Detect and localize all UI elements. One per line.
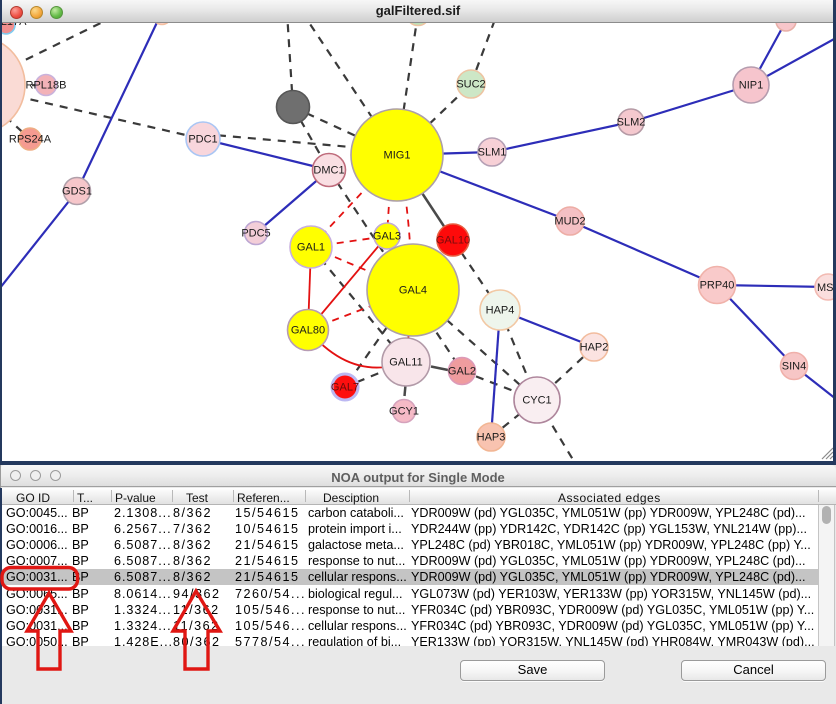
svg-text:GAL3: GAL3 xyxy=(373,231,401,243)
svg-text:MSN4: MSN4 xyxy=(817,282,836,294)
svg-text:GAL1: GAL1 xyxy=(297,242,325,254)
svg-text:MUD2: MUD2 xyxy=(554,216,585,228)
svg-text:GCY1: GCY1 xyxy=(389,406,419,418)
svg-text:HAP3: HAP3 xyxy=(477,432,506,444)
svg-text:DMC1: DMC1 xyxy=(313,165,344,177)
svg-text:GAL7: GAL7 xyxy=(331,382,359,394)
svg-text:RPL18B: RPL18B xyxy=(26,80,67,92)
svg-text:CYC1: CYC1 xyxy=(522,395,551,407)
svg-text:RPS24A: RPS24A xyxy=(9,134,52,146)
svg-text:HAP2: HAP2 xyxy=(580,342,609,354)
svg-text:SUC2: SUC2 xyxy=(456,79,485,91)
svg-text:GAL10: GAL10 xyxy=(436,235,470,247)
svg-text:MIG1: MIG1 xyxy=(384,150,411,162)
svg-text:GDS1: GDS1 xyxy=(62,186,92,198)
svg-text:SLM1: SLM1 xyxy=(478,147,507,159)
svg-text:GAL80: GAL80 xyxy=(291,325,325,337)
svg-text:SLM2: SLM2 xyxy=(617,117,646,129)
svg-text:SIN4: SIN4 xyxy=(782,361,806,373)
svg-text:GAL4: GAL4 xyxy=(399,285,427,297)
svg-text:NIP1: NIP1 xyxy=(739,80,763,92)
svg-text:PRP40: PRP40 xyxy=(700,280,735,292)
svg-text:GAL11: GAL11 xyxy=(389,357,422,369)
svg-text:PDC5: PDC5 xyxy=(241,228,270,240)
svg-text:HAP4: HAP4 xyxy=(486,305,515,317)
svg-text:GAL2: GAL2 xyxy=(448,366,476,378)
svg-text:PDC1: PDC1 xyxy=(188,134,217,146)
